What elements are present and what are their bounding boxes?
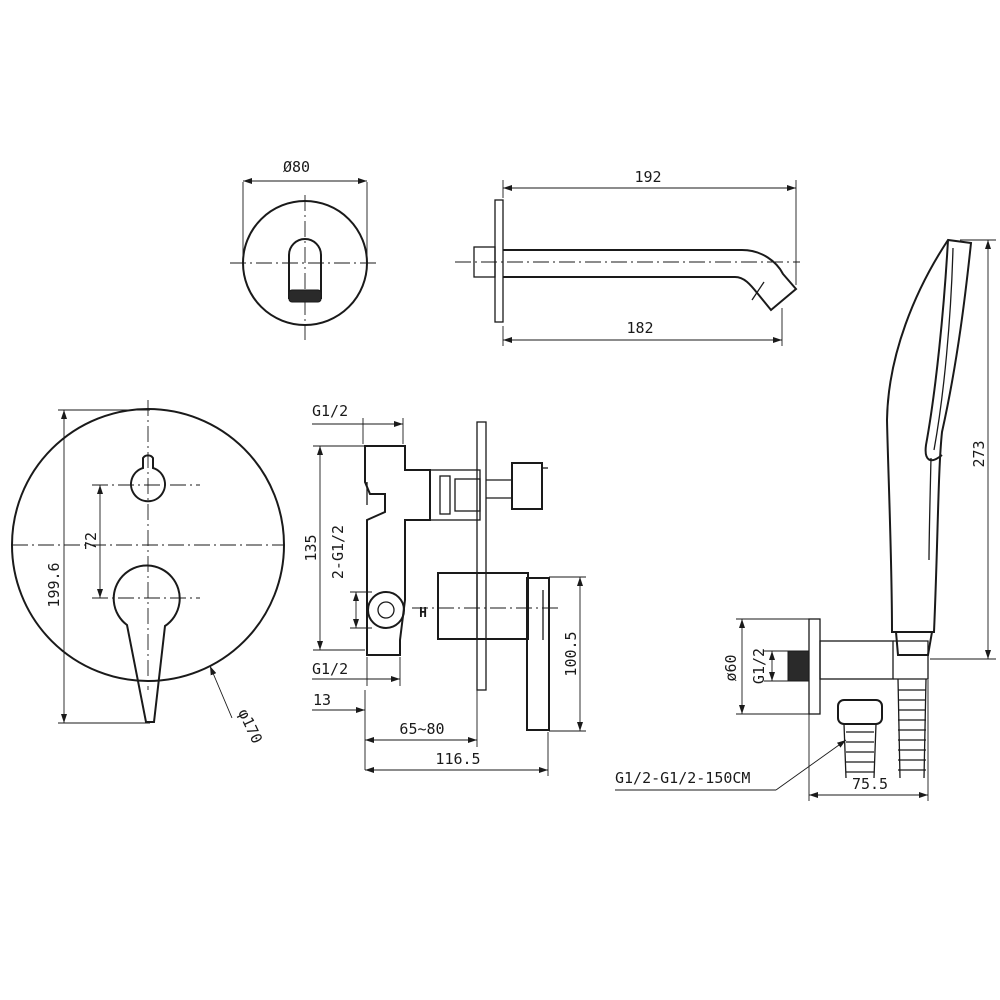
mixer-offset-label: 72 xyxy=(82,532,100,550)
hose-label: G1/2-G1/2-150CM xyxy=(615,769,750,787)
valve-side-thread-label: 2-G1/2 xyxy=(329,525,347,579)
hand-shower-length-label: 273 xyxy=(970,440,988,467)
hand-shower-assembly: 273 ø60 G1/2 75.5 G1/2-G1/2-150CM xyxy=(615,238,996,801)
valve-body-side-view: H G1/2 135 2-G1/2 G1/2 13 65~80 116.5 xyxy=(302,402,586,776)
mixer-diameter-label: φ170 xyxy=(234,706,266,746)
hot-mark: H xyxy=(419,606,427,621)
valve-height-label: 135 xyxy=(302,534,320,561)
spout-projection-label: 182 xyxy=(626,319,653,337)
spout-side-view: 192 182 xyxy=(455,168,800,346)
spout-total-length-label: 192 xyxy=(634,168,661,186)
outlet-thread-label: G1/2 xyxy=(750,648,768,684)
spout-plate-diameter-label: Ø80 xyxy=(283,158,310,176)
valve-lever-height-label: 100.5 xyxy=(562,631,580,676)
outlet-depth-label: 75.5 xyxy=(852,775,888,793)
mixer-height-label: 199.6 xyxy=(45,562,63,607)
outlet-diameter-label: ø60 xyxy=(722,654,740,681)
valve-top-thread-label: G1/2 xyxy=(312,402,348,420)
mixer-plate-front-view: 72 199.6 φ170 xyxy=(11,400,285,746)
valve-stub-label: 13 xyxy=(313,691,331,709)
valve-depth-range-label: 65~80 xyxy=(399,720,444,738)
valve-total-depth-label: 116.5 xyxy=(435,750,480,768)
spout-plate-front-view: Ø80 xyxy=(230,158,380,340)
valve-bottom-thread-label: G1/2 xyxy=(312,660,348,678)
